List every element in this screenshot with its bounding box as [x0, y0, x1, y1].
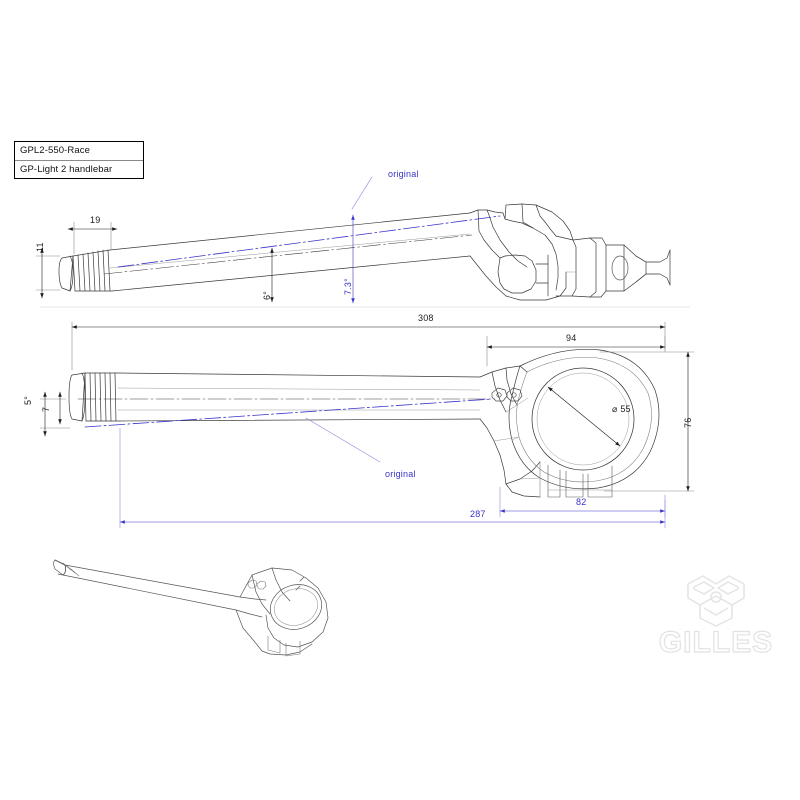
- dim-label-7: 7: [41, 406, 51, 412]
- dim-label-5deg: 5°: [23, 395, 33, 405]
- title-block-product-name: GP-Light 2 handlebar: [20, 163, 113, 175]
- dim-label-bore-diameter: ⌀ 55: [612, 404, 631, 414]
- dim-5deg-and-7: [39, 391, 71, 437]
- dim-11: [35, 247, 61, 299]
- label-original-bottom: original: [385, 469, 416, 479]
- top-view-original-reference: [117, 176, 501, 268]
- iso-view-geometry: [53, 559, 329, 657]
- title-block: GPL2-550-Race GP-Light 2 handlebar: [14, 141, 144, 179]
- label-original-top: original: [388, 169, 419, 179]
- dim-76: [599, 351, 695, 492]
- dim-19: [67, 221, 118, 255]
- title-block-part-number: GPL2-550-Race: [15, 142, 143, 161]
- brand-wordmark: GILLES: [658, 625, 774, 659]
- gilles-gg-monogram-icon: [687, 575, 745, 627]
- clamp-gg-monogram-icon: [491, 387, 523, 402]
- dim-label-308: 308: [418, 313, 434, 323]
- dim-308: [71, 321, 666, 371]
- top-view-geometry: [58, 203, 671, 301]
- dim-label-82: 82: [576, 497, 587, 507]
- dim-label-11: 11: [35, 242, 45, 252]
- bottom-view-original-reference: [84, 398, 493, 463]
- dim-label-287: 287: [470, 509, 486, 519]
- dim-label-19: 19: [90, 215, 101, 225]
- dim-label-6deg: 6°: [262, 290, 272, 300]
- dim-label-7p3deg: 7.3°: [343, 278, 353, 295]
- bottom-view-geometry: [68, 349, 660, 498]
- dim-label-76: 76: [683, 417, 693, 428]
- brand-logo: GILLES: [658, 574, 774, 660]
- dim-label-94: 94: [566, 333, 577, 343]
- dim-bore-diameter: [547, 386, 621, 447]
